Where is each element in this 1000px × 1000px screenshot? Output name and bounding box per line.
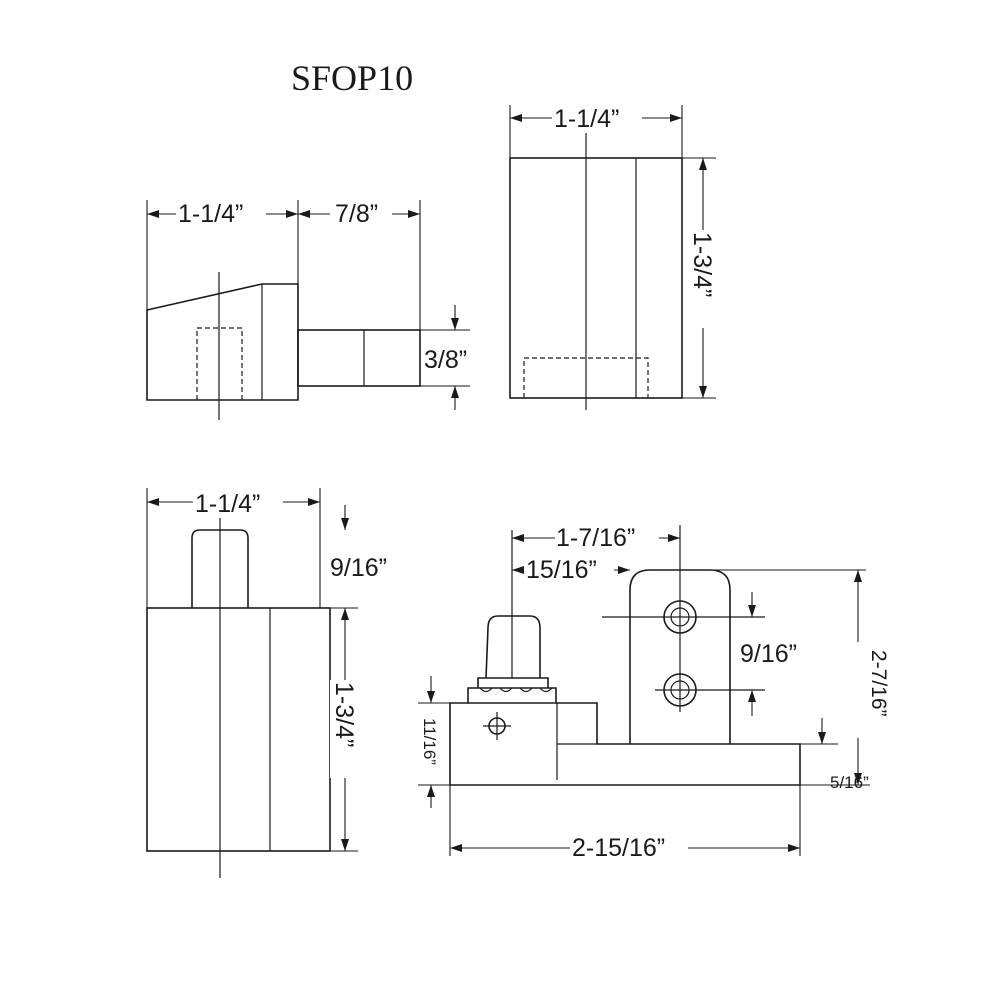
arrow	[408, 210, 420, 218]
front-body	[146, 607, 331, 852]
arrow	[341, 608, 349, 620]
side-hidden-bore	[196, 327, 243, 400]
side-dim-body-width: 1-1/4”	[178, 200, 243, 228]
plan-dim-hole-offset-b: 15/16”	[526, 556, 597, 584]
label-mask	[330, 680, 362, 778]
arrow	[450, 844, 462, 852]
arrow	[512, 534, 524, 542]
arrow	[451, 386, 459, 398]
side-view: 1-1/4” 7/8” 3/8”	[146, 196, 470, 420]
label-mask	[552, 101, 642, 133]
arrow	[748, 605, 756, 617]
label-mask	[176, 196, 266, 228]
label-mask	[524, 553, 614, 585]
model-title: SFOP10	[291, 58, 413, 98]
plan-pin	[485, 615, 541, 679]
plan-dim-plate-thickness: 5/16”	[830, 773, 869, 792]
arrow	[618, 566, 630, 574]
plan-nut-detail	[479, 687, 553, 693]
end-dim-width: 1-1/4”	[554, 105, 619, 133]
arrow	[286, 210, 298, 218]
arrow	[699, 158, 707, 170]
end-dim-height: 1-3/4”	[688, 232, 716, 297]
side-dim-pin-height: 3/8”	[424, 346, 467, 374]
plan-dim-hole-spacing: 9/16”	[740, 640, 797, 668]
arrow	[699, 386, 707, 398]
arrow	[668, 534, 680, 542]
end-hidden-bore	[523, 357, 649, 398]
label-mask	[193, 486, 283, 518]
plan-dim-hole-offset-a: 1-7/16”	[556, 524, 635, 552]
arrow	[341, 839, 349, 851]
side-dim-pin-length: 7/8”	[335, 200, 378, 228]
plan-view: 1-7/16” 15/16” 9/16” 2-7/16” 5/16”	[418, 520, 890, 862]
end-view: 1-1/4” 1-3/4”	[509, 101, 720, 410]
front-dim-body-height: 1-3/4”	[330, 682, 358, 747]
label-mask	[330, 196, 392, 228]
arrow	[147, 498, 159, 506]
plan-dim-overall-height: 2-7/16”	[867, 650, 890, 717]
arrow	[427, 785, 435, 797]
plan-collar	[477, 677, 549, 688]
arrow	[748, 690, 756, 702]
arrow	[510, 114, 522, 122]
arrow	[788, 844, 800, 852]
arrow	[451, 318, 459, 330]
label-mask	[555, 520, 659, 552]
end-body	[509, 157, 683, 399]
arrow	[308, 498, 320, 506]
arrow	[854, 773, 862, 785]
arrow	[818, 732, 826, 744]
side-body-outline	[146, 283, 299, 401]
front-view: 1-1/4” 9/16” 1-3/4”	[146, 486, 387, 878]
plan-base-plate	[449, 702, 801, 786]
arrow	[512, 566, 524, 574]
arrow	[147, 210, 159, 218]
arrow	[427, 691, 435, 703]
label-mask	[570, 830, 688, 862]
label-mask	[688, 230, 720, 328]
front-dim-pin-height: 9/16”	[330, 554, 387, 582]
arrow	[341, 518, 349, 530]
side-pin	[297, 329, 421, 387]
arrow	[854, 570, 862, 582]
arrow	[670, 114, 682, 122]
arrow	[298, 210, 310, 218]
front-dim-width: 1-1/4”	[195, 490, 260, 518]
plan-dim-block-height: 11/16”	[420, 718, 439, 765]
plan-dim-overall-length: 2-15/16”	[572, 834, 665, 862]
